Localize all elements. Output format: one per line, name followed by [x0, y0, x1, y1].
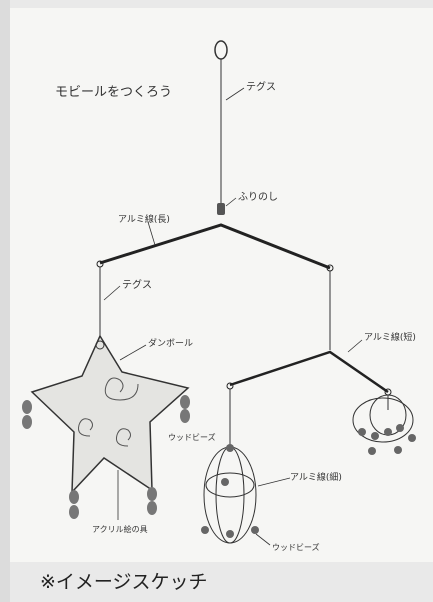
hanging-ring	[214, 40, 228, 60]
label-bar-right: アルミ線(短)	[364, 331, 416, 343]
label-beads-bottom: ウッドビーズ	[272, 542, 320, 552]
label-cage: アルミ線(細)	[290, 471, 342, 483]
label-star-note: アクリル絵の具	[92, 524, 148, 534]
sketch-caption: ※イメージスケッチ	[40, 571, 208, 593]
label-bar-top: アルミ線(長)	[118, 213, 170, 225]
star-ornament	[30, 334, 190, 494]
sketch-title: モビールをつくろう	[55, 85, 172, 100]
wire-cage-right	[352, 397, 414, 443]
label-star-beads: ウッドビーズ	[168, 432, 216, 442]
label-weight: ふりのし	[238, 191, 278, 203]
right-bar	[229, 350, 389, 394]
main-bar	[99, 223, 331, 270]
wire-cage-left	[203, 446, 257, 544]
left-edge	[0, 0, 10, 602]
label-star: ダンボール	[148, 337, 193, 349]
label-string-left: テグス	[122, 278, 152, 291]
weight	[217, 203, 225, 215]
label-string-top: テグス	[246, 80, 276, 93]
